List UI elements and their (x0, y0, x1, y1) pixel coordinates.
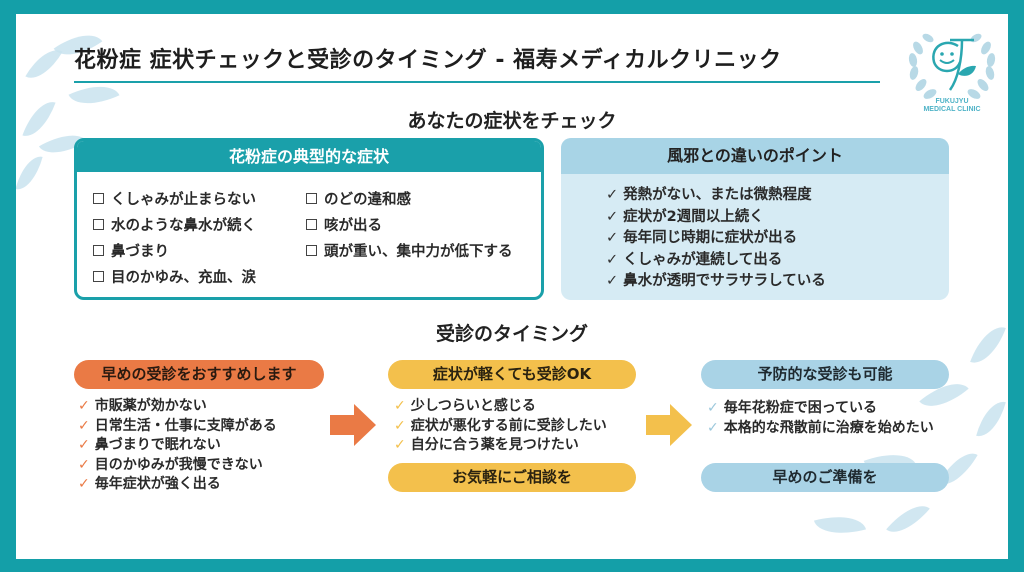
list-item: ✓発熱がない、または微熱程度 (606, 187, 812, 203)
title-divider (74, 81, 880, 83)
list-item: ✓毎年花粉症で困っている (707, 400, 878, 416)
symptom-checkbox[interactable]: のどの違和感 (306, 185, 513, 211)
symptom-checkbox[interactable]: 目のかゆみ、充血、涙 (93, 263, 256, 289)
list-item: ✓鼻水が透明でサラサラしている (606, 273, 826, 289)
list-item: ✓少しつらいと感じる (394, 398, 536, 414)
checkbox-icon[interactable] (93, 244, 104, 256)
check-icon: ✓ (606, 208, 619, 225)
symptom-checkbox[interactable]: くしゃみが止まらない (93, 185, 256, 211)
check-icon: ✓ (707, 419, 719, 436)
timing-preventive-footer: 早めのご準備を (701, 463, 949, 492)
list-item: ✓本格的な飛散前に治療を始めたい (707, 419, 934, 436)
check-icon: ✓ (394, 437, 406, 453)
symptom-checkbox[interactable]: 咳が出る (306, 211, 513, 237)
symptom-checkbox[interactable]: 鼻づまり (93, 237, 256, 263)
arrow-right-icon (330, 404, 376, 446)
arrow-right-icon (646, 404, 692, 446)
symptom-checkbox[interactable]: 水のような鼻水が続く (93, 211, 256, 237)
timing-early-list: ✓市販薬が効かない ✓日常生活・仕事に支障がある ✓鼻づまりで眠れない ✓目のか… (78, 395, 277, 493)
check-icon: ✓ (606, 251, 619, 268)
checkbox-icon[interactable] (306, 244, 317, 256)
smile-leaf-laurel-icon (908, 33, 996, 99)
clinic-logo: FUKUJYU MEDICAL CLINIC (896, 24, 1008, 116)
logo-name: FUKUJYU (935, 98, 969, 105)
timing-preventive-list: ✓毎年花粉症で困っている ✓本格的な飛散前に治療を始めたい (707, 397, 934, 436)
check-icon: ✓ (78, 398, 90, 414)
check-icon: ✓ (394, 398, 406, 414)
timing-mild-list: ✓少しつらいと感じる ✓症状が悪化する前に受診したい ✓自分に合う薬を見つけたい (394, 395, 607, 454)
list-item: ✓症状が悪化する前に受診したい (394, 417, 607, 434)
check-icon: ✓ (394, 417, 406, 434)
typical-symptoms-title: 花粉症の典型的な症状 (77, 141, 541, 172)
logo-subtitle: MEDICAL CLINIC (923, 106, 981, 113)
check-icon: ✓ (606, 187, 619, 203)
timing-preventive-title: 予防的な受診も可能 (701, 360, 949, 389)
timing-mild-footer: お気軽にご相談を (388, 463, 636, 492)
list-item: ✓目のかゆみが我慢できない (78, 456, 263, 473)
check-icon: ✓ (78, 437, 90, 453)
list-item: ✓症状が2週間以上続く (606, 208, 764, 225)
timing-early-title: 早めの受診をおすすめします (74, 360, 324, 389)
check-icon: ✓ (78, 476, 90, 492)
timing-mild-title: 症状が軽くても受診OK (388, 360, 636, 389)
content-panel: 花粉症 症状チェックと受診のタイミング - 福寿メディカルクリニック (16, 14, 1008, 559)
list-item: ✓市販薬が効かない (78, 398, 207, 414)
cold-difference-card: 風邪との違いのポイント ✓発熱がない、または微熱程度 ✓症状が2週間以上続く ✓… (561, 138, 949, 300)
check-icon: ✓ (78, 417, 90, 434)
list-item: ✓日常生活・仕事に支障がある (78, 417, 277, 434)
list-item: ✓くしゃみが連続して出る (606, 251, 783, 268)
typical-symptoms-card: 花粉症の典型的な症状 くしゃみが止まらない 水のような鼻水が続く 鼻づまり 目の… (74, 138, 544, 300)
checkbox-icon[interactable] (93, 192, 104, 204)
cold-difference-title: 風邪との違いのポイント (561, 138, 949, 174)
check-icon: ✓ (606, 230, 619, 246)
cold-difference-list: ✓発熱がない、または微熱程度 ✓症状が2週間以上続く ✓毎年同じ時期に症状が出る… (606, 183, 826, 291)
checkbox-icon[interactable] (306, 192, 317, 204)
list-item: ✓自分に合う薬を見つけたい (394, 437, 579, 453)
checkbox-icon[interactable] (93, 270, 104, 282)
list-item: ✓毎年同じ時期に症状が出る (606, 230, 798, 246)
checkbox-icon[interactable] (93, 218, 104, 230)
check-icon: ✓ (707, 400, 719, 416)
symptom-list-left: くしゃみが止まらない 水のような鼻水が続く 鼻づまり 目のかゆみ、充血、涙 (93, 185, 256, 289)
symptom-list-right: のどの違和感 咳が出る 頭が重い、集中力が低下する (306, 185, 513, 263)
check-icon: ✓ (606, 273, 619, 289)
check-icon: ✓ (78, 456, 90, 473)
checkbox-icon[interactable] (306, 218, 317, 230)
page-title: 花粉症 症状チェックと受診のタイミング - 福寿メディカルクリニック (74, 48, 782, 73)
check-section-heading: あなたの症状をチェック (407, 110, 617, 132)
symptom-checkbox[interactable]: 頭が重い、集中力が低下する (306, 237, 513, 263)
list-item: ✓鼻づまりで眠れない (78, 437, 221, 453)
timing-section-heading: 受診のタイミング (435, 323, 588, 345)
list-item: ✓毎年症状が強く出る (78, 476, 221, 492)
